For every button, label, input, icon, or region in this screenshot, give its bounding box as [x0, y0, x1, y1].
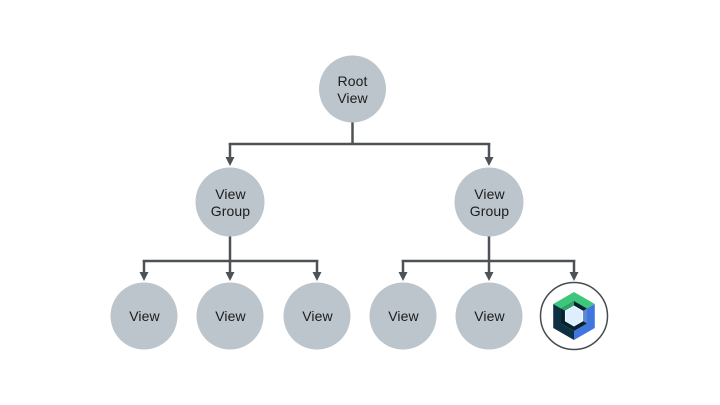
- arrowhead-down-icon: [484, 272, 494, 281]
- node-circle-root-view: [319, 55, 386, 123]
- node-circle-view-group-left: [195, 167, 265, 237]
- node-circle-view-group-right: [454, 167, 524, 237]
- arrowhead-down-icon: [569, 272, 579, 281]
- arrowhead-down-icon: [225, 272, 235, 281]
- node-circle-view-right-1: [369, 282, 437, 350]
- node-circle-view-left-3: [283, 282, 351, 350]
- view-nodes: [110, 55, 524, 350]
- arrowheads: [139, 157, 579, 281]
- jetpack-compose-icon: [553, 292, 595, 340]
- tree-connectors: [142, 121, 576, 274]
- logo-face-blue-right: [574, 304, 595, 340]
- logo-bevel-green-dark: [561, 301, 574, 311]
- node-circle-view-left-2: [196, 282, 264, 350]
- logo-bevel-blue-muted: [582, 308, 587, 324]
- logo-core-hexagon: [564, 305, 584, 327]
- arrowhead-down-icon: [484, 157, 494, 166]
- arrowhead-down-icon: [398, 272, 408, 281]
- node-circle-view-right-2: [455, 282, 523, 350]
- node-circle-view-left-1: [110, 282, 178, 350]
- compose-node: [539, 281, 609, 351]
- arrowhead-down-icon: [225, 157, 235, 166]
- logo-face-navy-left: [553, 304, 574, 340]
- logo-face-green-top: [553, 292, 595, 309]
- arrowhead-down-icon: [312, 272, 322, 281]
- arrowhead-down-icon: [139, 272, 149, 281]
